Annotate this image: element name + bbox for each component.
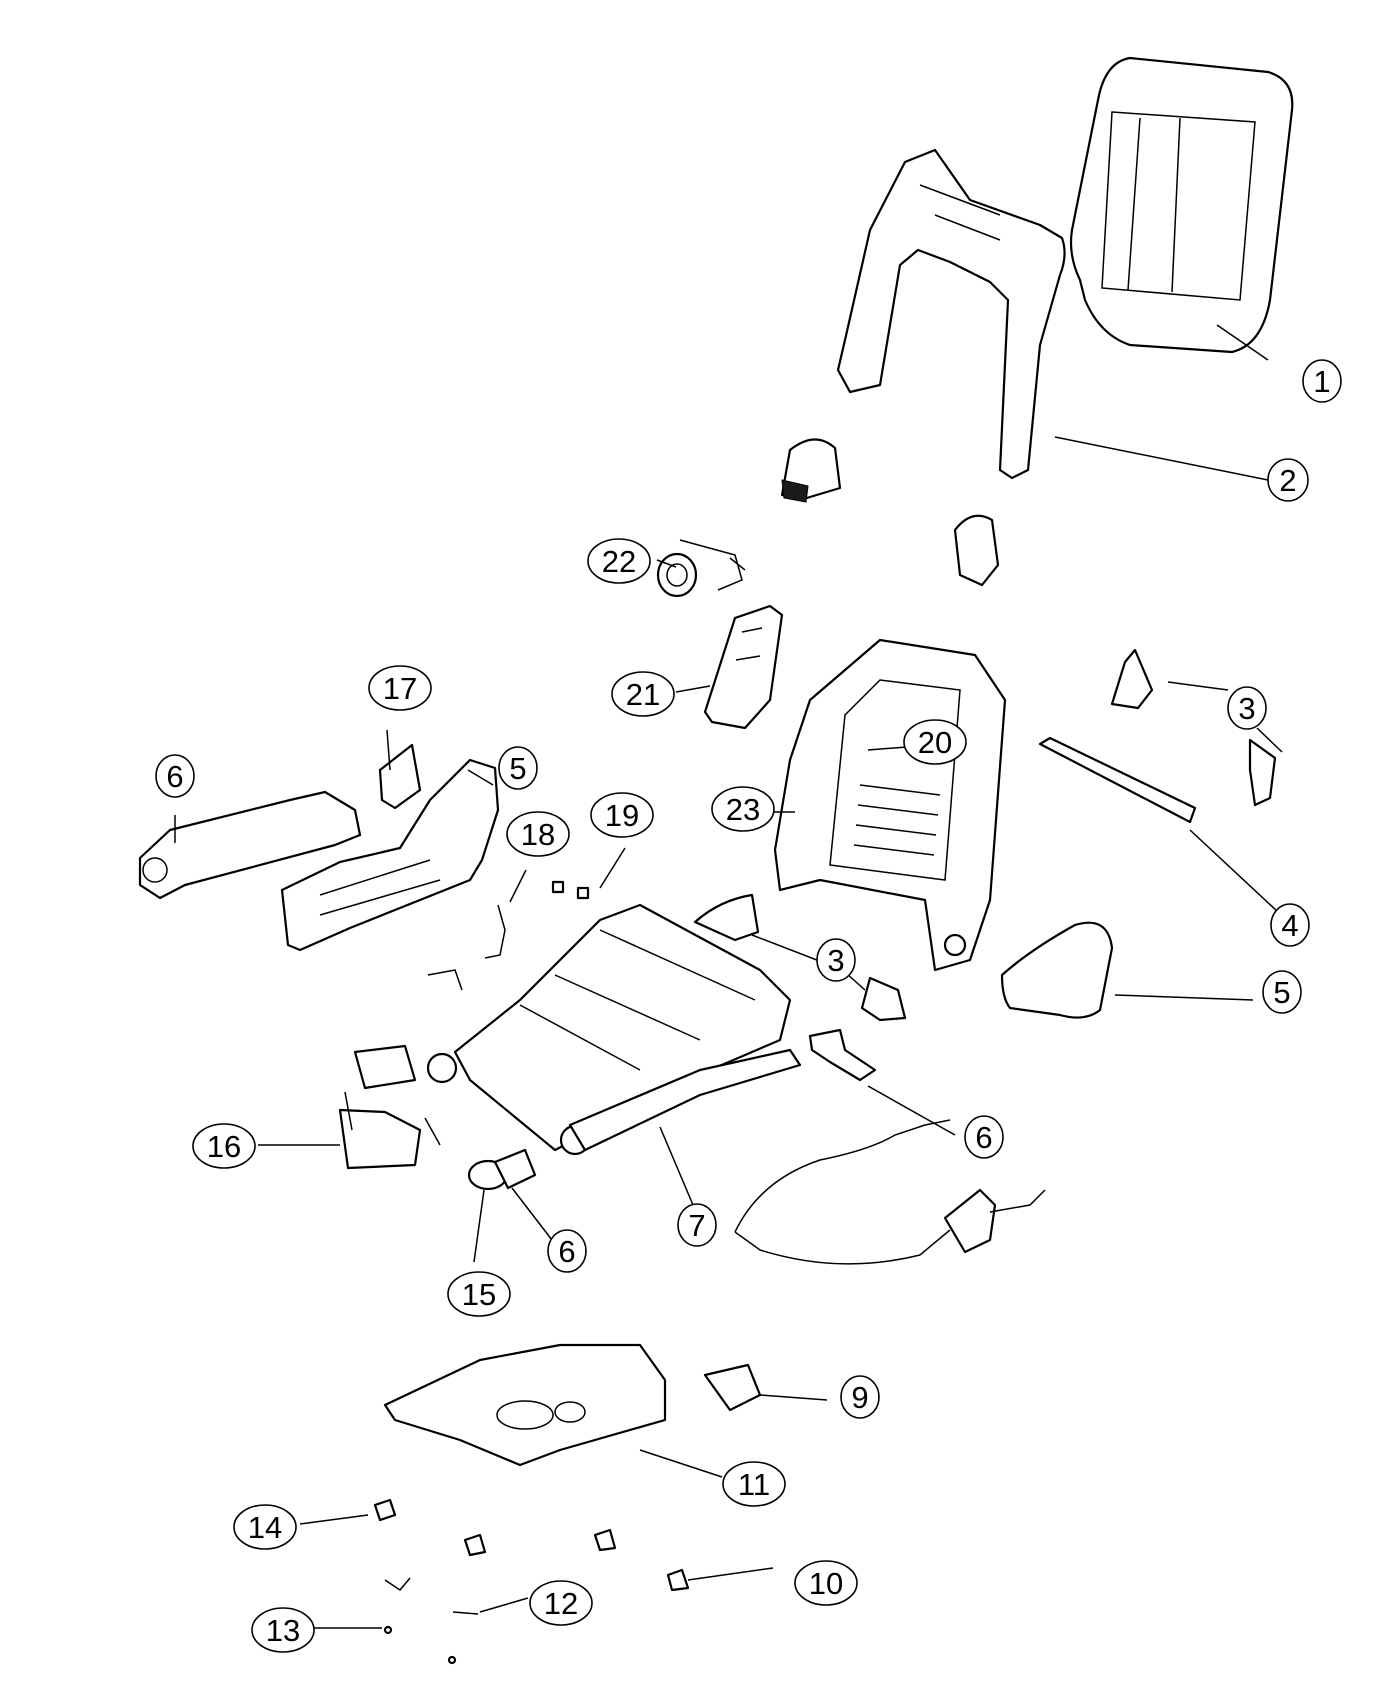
callout-23: 23: [711, 786, 775, 832]
svg-text:4: 4: [1281, 908, 1298, 943]
control-module: [703, 1363, 762, 1412]
cross-tube: [1038, 736, 1197, 824]
callout-6-left: 6: [155, 754, 195, 798]
svg-text:19: 19: [605, 798, 639, 833]
power-seat-module: [338, 1044, 441, 1170]
side-shield-left: [280, 758, 500, 952]
callout-5-right: 5: [1262, 970, 1302, 1014]
svg-text:1: 1: [1313, 364, 1330, 399]
fastener-clips: [427, 880, 590, 991]
callout-3-upper: 3: [1227, 686, 1267, 730]
headrest-guide: [780, 438, 842, 503]
trim-clip-cover: [378, 743, 422, 810]
callout-13: 13: [251, 1607, 315, 1653]
leader-lines: [174, 324, 1283, 1629]
side-bolster-pad: [703, 604, 784, 730]
recliner-cover-lower: [693, 893, 907, 1022]
svg-text:2: 2: [1279, 463, 1296, 498]
svg-text:3: 3: [827, 943, 844, 978]
seat-back-frame: [773, 638, 1007, 972]
callout-10: 10: [794, 1560, 858, 1606]
seat-back-panel: [1069, 56, 1294, 354]
callout-11: 11: [722, 1461, 786, 1507]
svg-text:6: 6: [558, 1234, 575, 1269]
callout-7: 7: [677, 1203, 717, 1247]
callout-6-lower: 6: [547, 1229, 587, 1273]
seat-back-trim: [836, 148, 1066, 480]
svg-text:13: 13: [266, 1613, 300, 1648]
callout-20: 20: [903, 719, 967, 765]
svg-text:18: 18: [521, 817, 555, 852]
callout-14: 14: [233, 1504, 297, 1550]
callout-3-lower: 3: [816, 938, 856, 982]
recliner-bracket-upper: [1110, 648, 1277, 807]
svg-text:23: 23: [726, 792, 760, 827]
svg-text:10: 10: [809, 1566, 843, 1601]
callout-12: 12: [529, 1580, 593, 1626]
svg-text:20: 20: [918, 725, 952, 760]
side-shield-right: [1000, 921, 1114, 1019]
svg-text:16: 16: [207, 1129, 241, 1164]
seat-pan: [383, 1343, 667, 1467]
callout-2: 2: [1267, 458, 1309, 502]
callout-9: 9: [840, 1375, 880, 1419]
callout-15: 15: [447, 1271, 511, 1317]
svg-text:6: 6: [166, 759, 183, 794]
svg-text:5: 5: [1273, 975, 1290, 1010]
svg-text:22: 22: [602, 544, 636, 579]
callout-4: 4: [1270, 903, 1310, 947]
svg-text:3: 3: [1238, 691, 1255, 726]
callout-17: 17: [368, 665, 432, 711]
callout-5-left: 5: [498, 746, 538, 790]
svg-text:11: 11: [738, 1467, 770, 1502]
callout-22: 22: [587, 538, 651, 584]
track-cover-left: [138, 790, 362, 900]
callout-21: 21: [611, 671, 675, 717]
svg-text:9: 9: [851, 1380, 868, 1415]
svg-text:5: 5: [509, 751, 526, 786]
svg-text:6: 6: [975, 1120, 992, 1155]
callout-18: 18: [506, 811, 570, 857]
svg-text:15: 15: [462, 1277, 496, 1312]
headrest-sleeve: [953, 514, 1000, 587]
track-bracket-right: [808, 1028, 877, 1082]
wiring-harness: [734, 1119, 1046, 1265]
svg-text:12: 12: [544, 1586, 578, 1621]
lumbar-switch: [656, 539, 746, 598]
svg-text:21: 21: [626, 677, 660, 712]
lumbar-motor: [467, 1148, 537, 1191]
seat-adjuster-frame: [426, 903, 802, 1156]
callout-19: 19: [590, 792, 654, 838]
callout-6-right: 6: [964, 1115, 1004, 1159]
small-clips: [373, 1498, 690, 1665]
svg-text:17: 17: [383, 671, 417, 706]
callout-1: 1: [1302, 359, 1342, 403]
svg-text:14: 14: [248, 1510, 282, 1545]
callout-16: 16: [192, 1123, 256, 1169]
svg-text:7: 7: [688, 1208, 705, 1243]
